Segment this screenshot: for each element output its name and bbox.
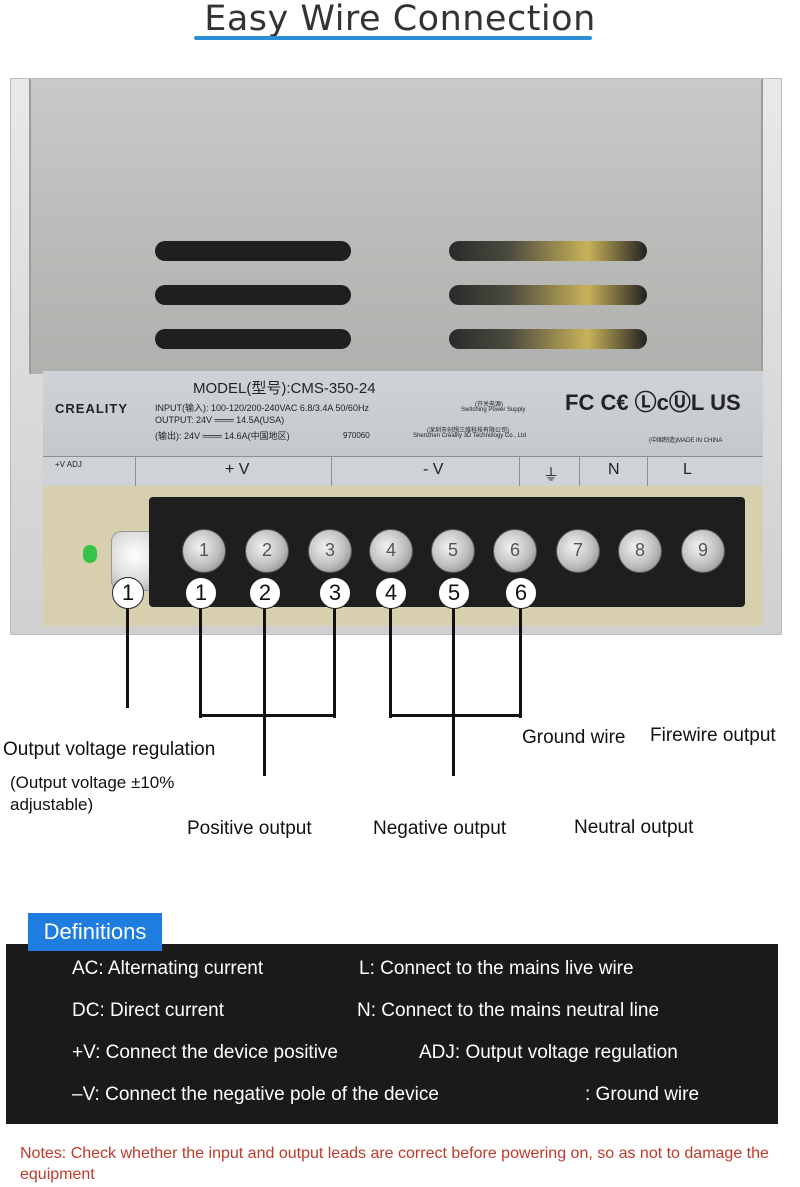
maker-cn: (深圳市创想三维科技有限公司) [427, 428, 509, 434]
leader-line [519, 608, 522, 718]
certification-marks: FC C€ ⓁcⓊL US [565, 390, 741, 415]
callout-1: 1 [185, 577, 217, 609]
terminal-screw: 6 [493, 529, 537, 573]
callout-5: 5 [438, 577, 470, 609]
output-rating-usa: OUTPUT: 24V ═══ 14.5A(USA) [155, 415, 285, 425]
terminal-labels: +V ADJ + V - V ⏚ N L [43, 456, 763, 487]
definition-adj: ADJ: Output voltage regulation [419, 1042, 678, 1063]
l-label: L [683, 461, 692, 478]
leader-line [263, 608, 266, 776]
definitions-panel: AC: Alternating current L: Connect to th… [6, 944, 778, 1124]
callout-1-adj: 1 [112, 577, 144, 609]
leader-line [333, 608, 336, 718]
n-label: N [608, 461, 620, 478]
plus-v-label: + V [225, 461, 250, 478]
caption-adjustable: (Output voltage ±10% [10, 773, 175, 792]
caption-firewire-output: Firewire output [650, 725, 776, 746]
power-supply-image: CREALITY MODEL(型号):CMS-350-24 INPUT(输入):… [10, 78, 782, 635]
vent-slot [449, 241, 647, 261]
vent-slot [449, 285, 647, 305]
maker-en: Shenzhen Creality 3D Technology Co., Ltd [413, 433, 526, 439]
leader-line [452, 608, 455, 776]
model-text: MODEL(型号):CMS-350-24 [193, 380, 376, 397]
definition-plus-v: +V: Connect the device positive [72, 1042, 338, 1063]
brand-logo: CREALITY [55, 401, 128, 416]
input-rating: INPUT(输入): 100-120/200-240VAC 6.8/3.4A 5… [155, 403, 369, 413]
caption-adjustable-2: adjustable) [10, 795, 94, 814]
definition-l: L: Connect to the mains live wire [359, 958, 634, 979]
leader-line [199, 608, 202, 718]
callout-3: 3 [319, 577, 351, 609]
terminal-screw: 5 [431, 529, 475, 573]
output-rating-cn: (输出): 24V ═══ 14.6A(中国地区) [155, 431, 290, 441]
caption-output-voltage-regulation: Output voltage regulation [3, 739, 216, 760]
type-en: Switching Power Supply [461, 407, 526, 413]
callout-4: 4 [375, 577, 407, 609]
definitions-tab: Definitions [28, 913, 162, 951]
minus-v-label: - V [423, 461, 444, 478]
vent-slot [155, 285, 351, 305]
ground-symbol-icon: ⏚ [543, 467, 560, 484]
title-underline [194, 36, 592, 40]
code-text: 970060 [343, 431, 370, 440]
caption-negative-output: Negative output [373, 818, 507, 839]
callout-6: 6 [505, 577, 537, 609]
terminal-screw: 9 [681, 529, 725, 573]
terminal-screw: 2 [245, 529, 289, 573]
terminal-screw: 1 [182, 529, 226, 573]
caption-ground-wire: Ground wire [522, 727, 626, 748]
type-cn: (开关电源) [475, 402, 503, 408]
leader-line [389, 608, 392, 718]
made-in-text: (中国制造)MADE IN CHINA [649, 438, 723, 444]
leader-line [199, 714, 336, 717]
notes-text: Notes: Check whether the input and outpu… [20, 1145, 769, 1183]
vent-slot [449, 329, 647, 349]
terminal-screw: 4 [369, 529, 413, 573]
definition-minus-v: –V: Connect the negative pole of the dev… [72, 1084, 439, 1105]
psu-cover [29, 79, 763, 374]
terminal-screw: 8 [618, 529, 662, 573]
vent-slot [155, 329, 351, 349]
led-indicator [83, 545, 97, 563]
callout-2: 2 [249, 577, 281, 609]
page-title: Easy Wire Connection [204, 0, 596, 39]
rating-label: CREALITY MODEL(型号):CMS-350-24 INPUT(输入):… [43, 371, 763, 458]
caption-neutral-output: Neutral output [574, 817, 694, 838]
terminal-screw: 7 [556, 529, 600, 573]
terminal-screw: 3 [308, 529, 352, 573]
adj-label: +V ADJ [55, 460, 82, 469]
leader-line [126, 608, 129, 708]
definition-n: N: Connect to the mains neutral line [357, 1000, 660, 1021]
caption-positive-output: Positive output [187, 818, 312, 839]
definition-ground: : Ground wire [585, 1084, 700, 1105]
vent-slot [155, 241, 351, 261]
definition-dc: DC: Direct current [72, 1000, 225, 1021]
leader-line [389, 714, 522, 717]
definition-ac: AC: Alternating current [72, 958, 264, 979]
